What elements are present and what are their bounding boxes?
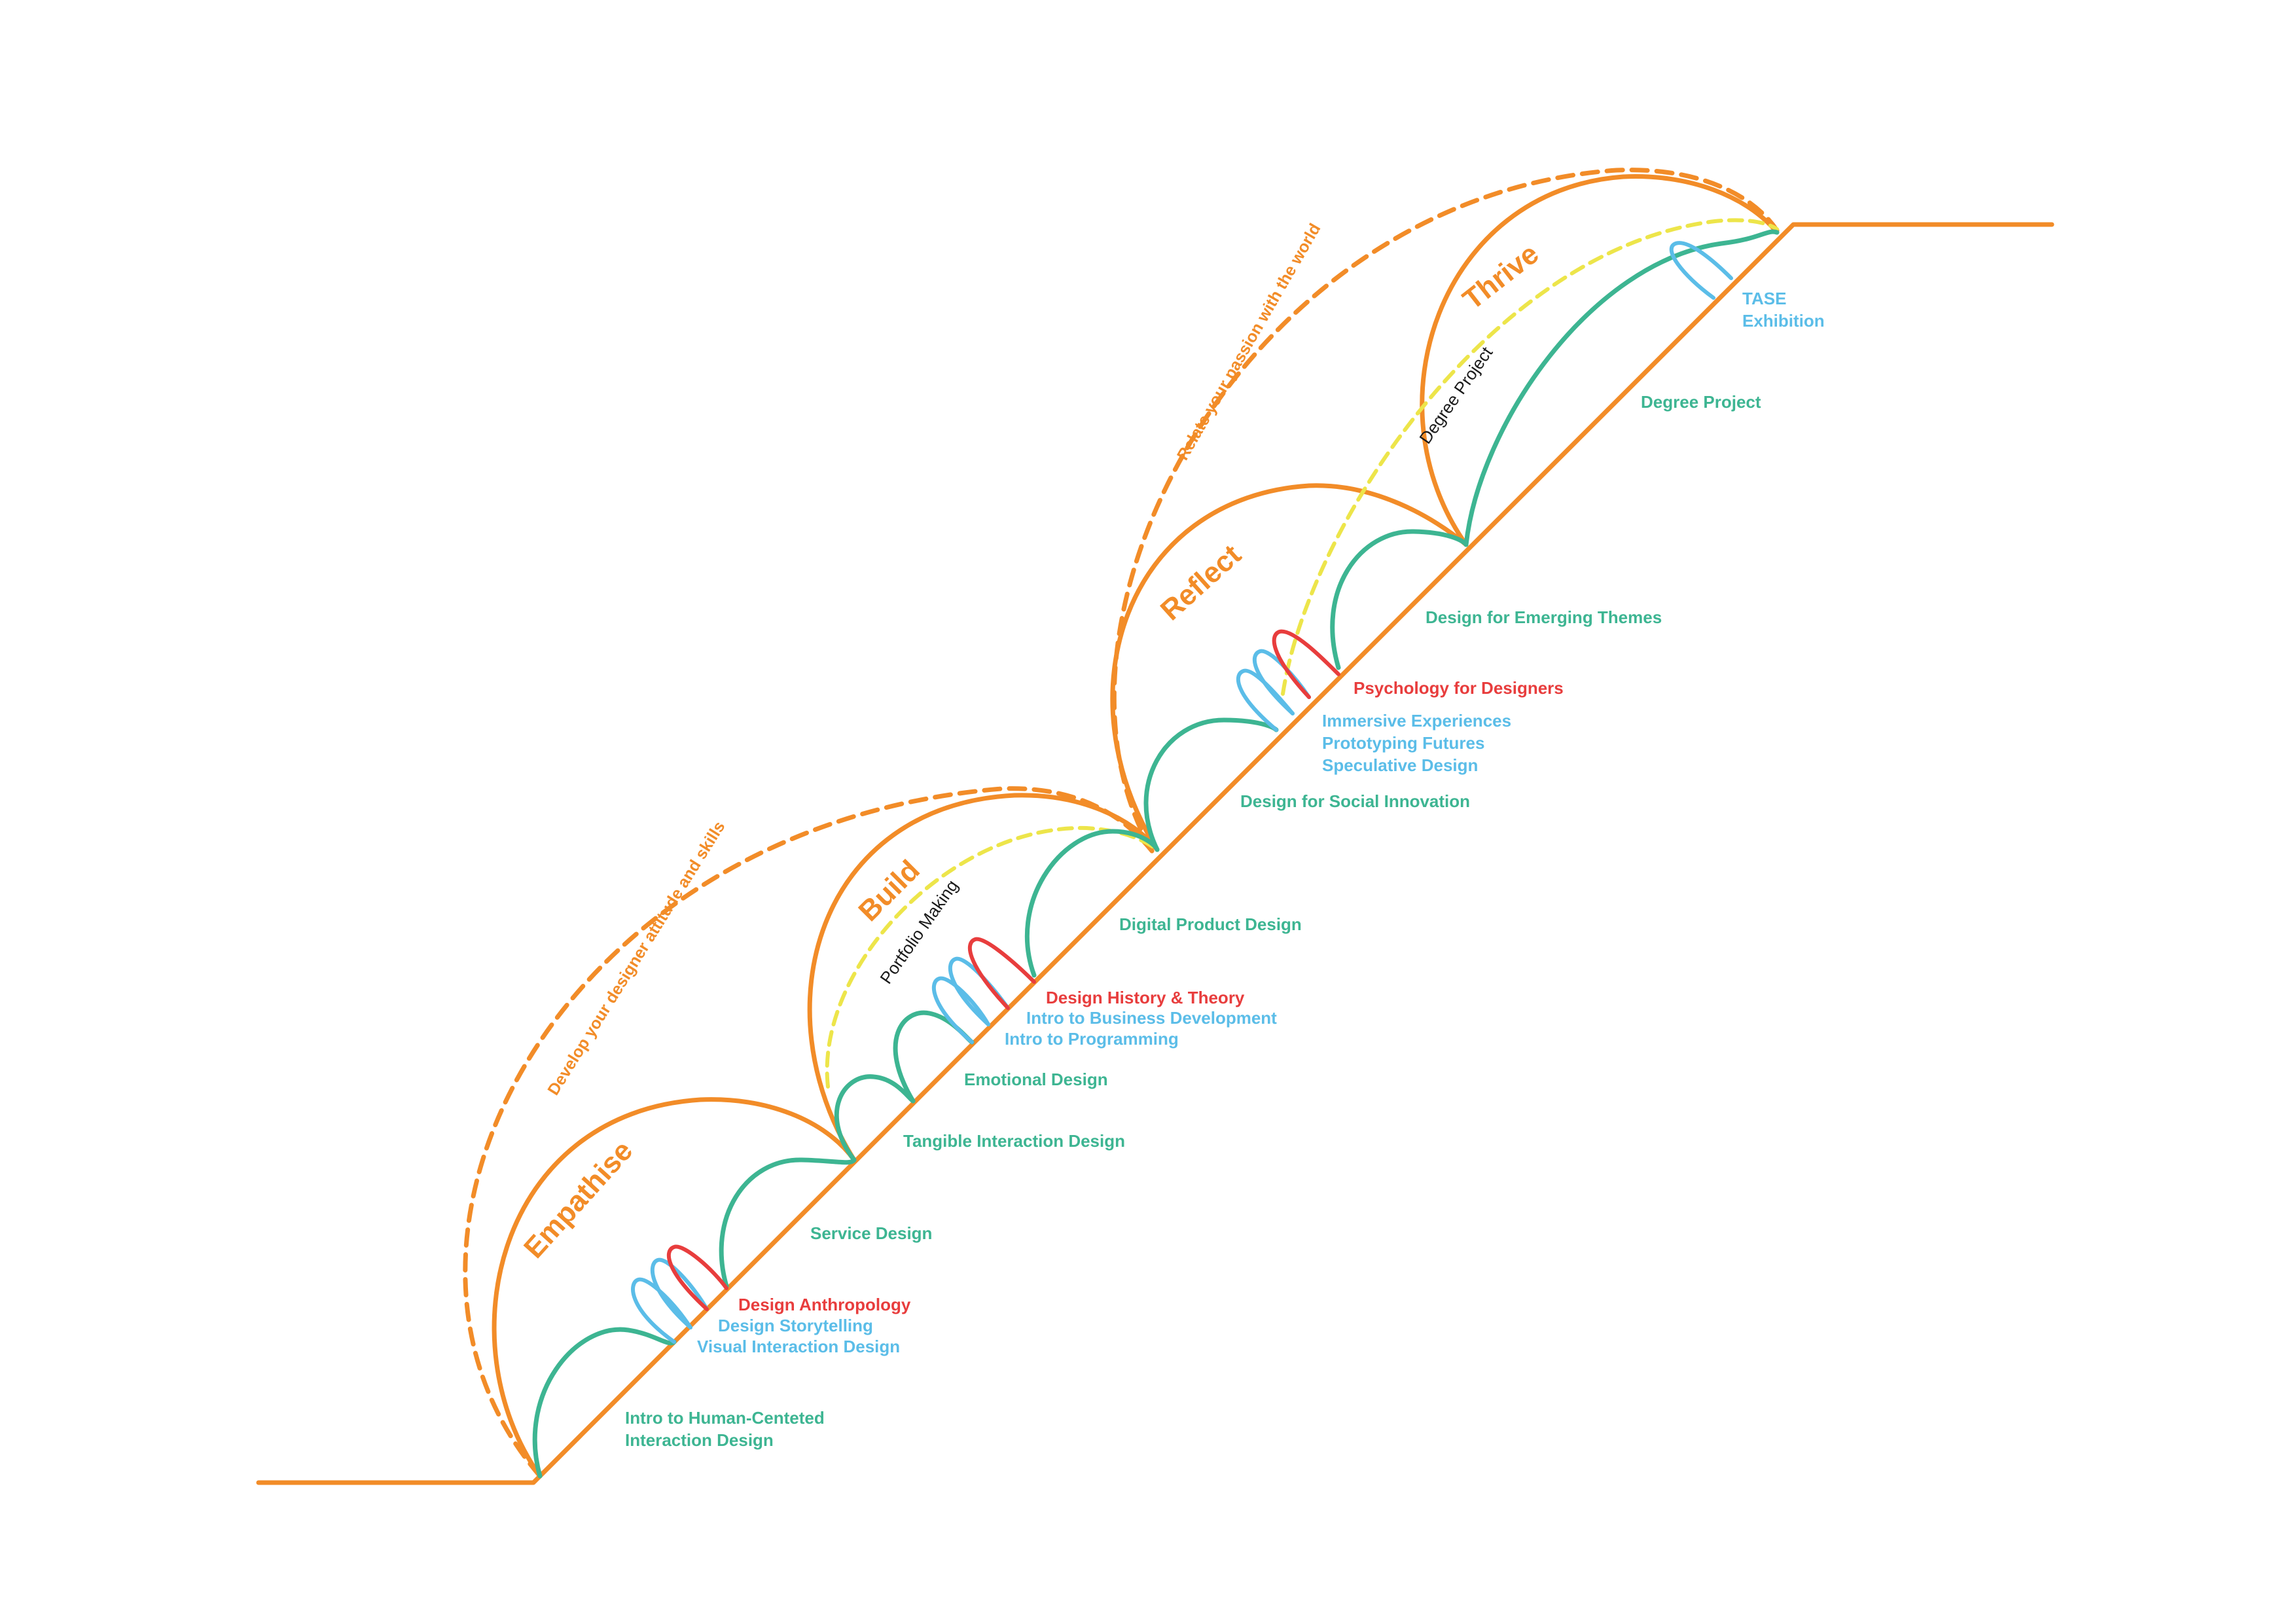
track-degree bbox=[1281, 218, 1779, 696]
dashed-arc-develop bbox=[463, 786, 1155, 1479]
label-history-theory: Design History & Theory bbox=[1046, 988, 1245, 1007]
phase-label-empathise: Empathise bbox=[518, 1135, 639, 1265]
phase-label-thrive: Thrive bbox=[1457, 238, 1545, 316]
loop-programming bbox=[931, 976, 990, 1044]
label-visual-interaction: Visual Interaction Design bbox=[697, 1337, 900, 1356]
arc-tangible bbox=[834, 1074, 916, 1163]
label-intro-hci-1: Intro to Human-Centeted bbox=[625, 1408, 825, 1428]
phase-label-build: Build bbox=[852, 854, 925, 928]
arc-digital-product bbox=[1025, 829, 1160, 978]
loop-psychology bbox=[1272, 629, 1340, 699]
arc-service-design bbox=[719, 1157, 857, 1289]
phase-arc-build bbox=[807, 793, 1160, 1163]
label-speculative: Speculative Design bbox=[1322, 755, 1478, 775]
arc-emerging bbox=[1330, 529, 1469, 670]
label-intro-hci-2: Interaction Design bbox=[625, 1430, 774, 1450]
label-tangible: Tangible Interaction Design bbox=[903, 1131, 1125, 1151]
label-emerging: Design for Emerging Themes bbox=[1426, 607, 1662, 627]
loop-visual-interaction bbox=[631, 1277, 692, 1344]
arc-degree-project bbox=[1463, 229, 1780, 547]
label-emotional: Emotional Design bbox=[964, 1070, 1108, 1089]
label-design-storytelling: Design Storytelling bbox=[718, 1316, 873, 1335]
label-programming: Intro to Programming bbox=[1005, 1029, 1179, 1049]
label-business-dev: Intro to Business Development bbox=[1026, 1008, 1277, 1028]
label-digital-product: Digital Product Design bbox=[1119, 914, 1302, 934]
phase-arc-reflect bbox=[1110, 483, 1469, 852]
loop-history bbox=[967, 937, 1036, 1010]
label-immersive: Immersive Experiences bbox=[1322, 711, 1511, 731]
label-exhibition: Exhibition bbox=[1742, 311, 1825, 331]
label-service-design: Service Design bbox=[810, 1223, 932, 1243]
track-label-relate: Relate your passion with the world bbox=[1174, 221, 1325, 463]
label-psychology: Psychology for Designers bbox=[1354, 678, 1564, 698]
phase-arc-thrive bbox=[1420, 174, 1780, 547]
arc-social-innovation bbox=[1143, 717, 1279, 852]
track-label-develop: Develop your designer attitude and skill… bbox=[544, 818, 728, 1098]
arc-intro-hci bbox=[532, 1327, 677, 1479]
label-social-innovation: Design for Social Innovation bbox=[1240, 791, 1470, 811]
label-design-anthropology: Design Anthropology bbox=[738, 1295, 911, 1314]
baseline-slope bbox=[256, 222, 2054, 1485]
label-prototyping: Prototyping Futures bbox=[1322, 733, 1484, 753]
loop-storytelling bbox=[650, 1257, 709, 1329]
label-degree-project: Degree Project bbox=[1641, 392, 1761, 412]
loop-tase bbox=[1669, 241, 1733, 300]
label-tase: TASE bbox=[1742, 289, 1786, 308]
loop-anthropology bbox=[666, 1244, 728, 1311]
phase-arc-empathise bbox=[492, 1097, 857, 1479]
